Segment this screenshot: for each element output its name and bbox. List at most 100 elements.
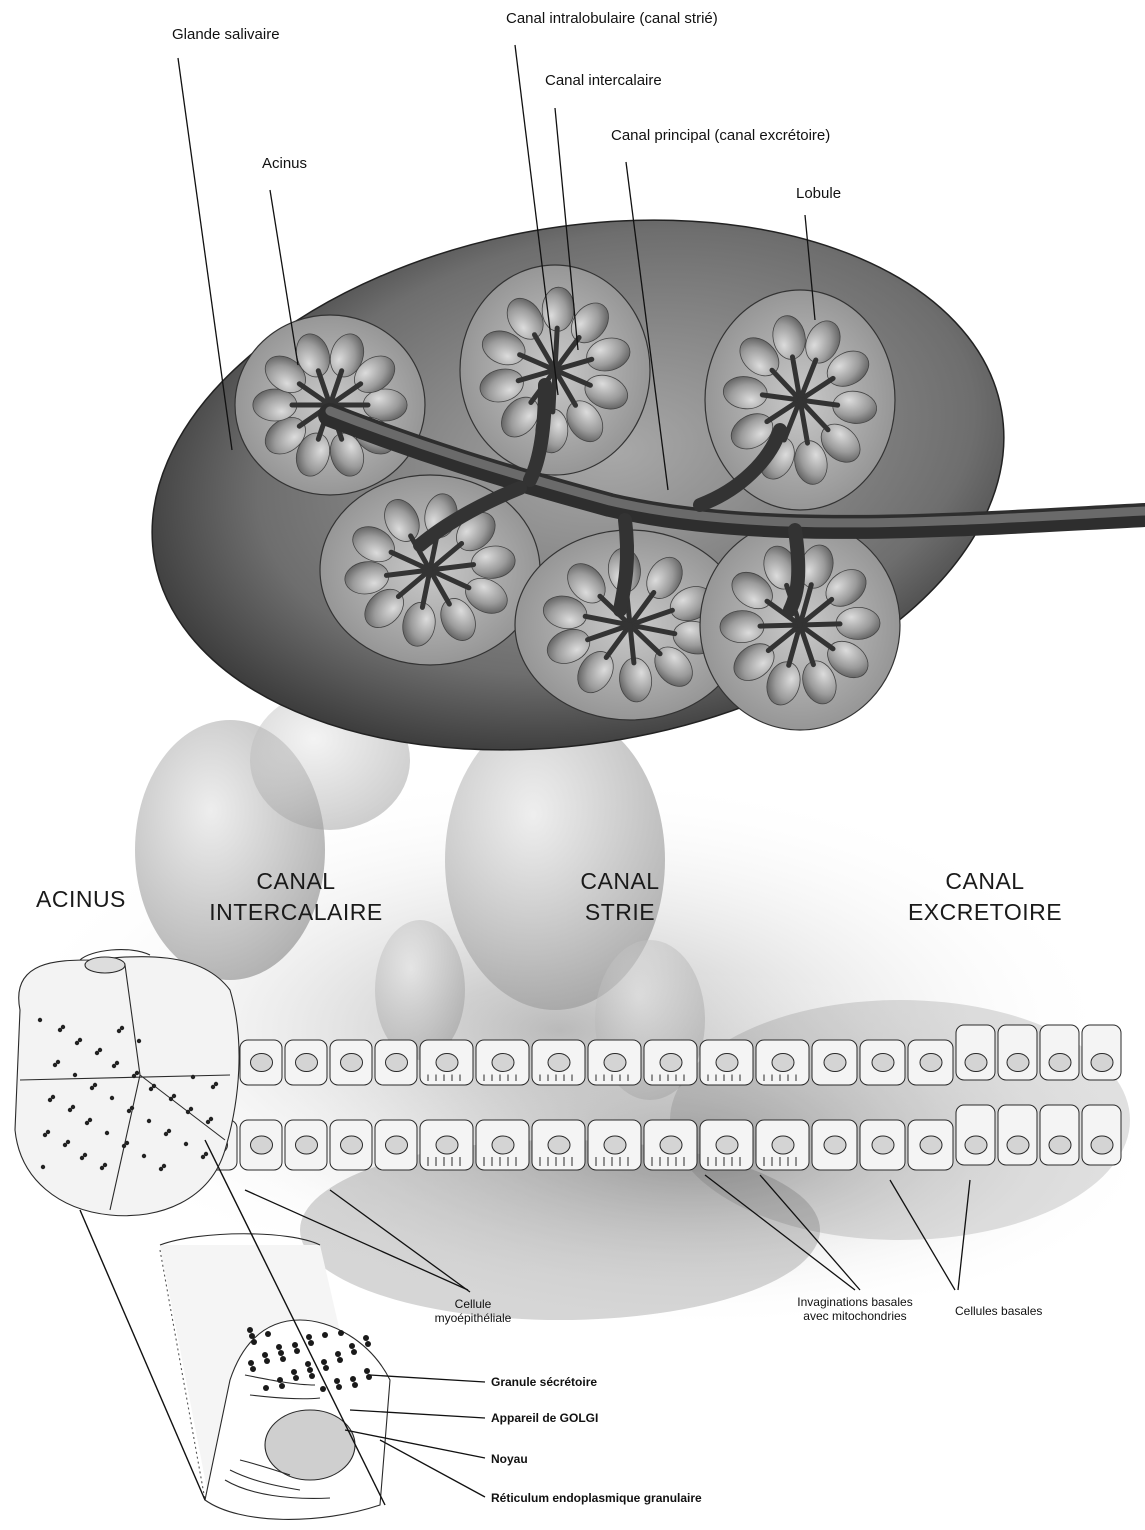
cell-nucleus	[296, 1054, 318, 1072]
granule-dot	[351, 1349, 357, 1355]
label-granule-secretoire: Granule sécrétoire	[491, 1375, 597, 1389]
secretory-granule-dot	[93, 1083, 97, 1087]
cell-nucleus	[824, 1054, 846, 1072]
cell-nucleus	[548, 1054, 570, 1072]
section-strie-line1: CANAL	[575, 866, 665, 897]
granule-dot	[309, 1373, 315, 1379]
secretory-granule-dot	[78, 1038, 82, 1042]
granule-dot	[350, 1376, 356, 1382]
secretory-granule-dot	[71, 1105, 75, 1109]
label-reticulum-endoplasmique: Réticulum endoplasmique granulaire	[491, 1491, 702, 1505]
cell-nucleus	[824, 1136, 846, 1154]
label-acinus: Acinus	[262, 155, 307, 172]
secretory-granule-dot	[61, 1025, 65, 1029]
granule-dot	[321, 1359, 327, 1365]
cell-nucleus	[386, 1136, 408, 1154]
granule-dot	[365, 1341, 371, 1347]
cell-nucleus	[772, 1136, 794, 1154]
granule-dot	[320, 1386, 326, 1392]
granule-dot	[364, 1368, 370, 1374]
label-cellules-basales: Cellules basales	[955, 1304, 1042, 1318]
granule-dot	[247, 1327, 253, 1333]
granule-dot	[363, 1335, 369, 1341]
granule-dot	[265, 1331, 271, 1337]
cell-nucleus	[872, 1054, 894, 1072]
secretory-granule-dot	[172, 1094, 176, 1098]
cell-nucleus	[341, 1054, 363, 1072]
granule-dot	[279, 1383, 285, 1389]
secretory-granule-dot	[214, 1082, 218, 1086]
section-canal-strie: CANAL STRIE	[575, 866, 665, 928]
cell-nucleus	[1049, 1136, 1071, 1154]
secretory-granule-dot	[204, 1152, 208, 1156]
section-canal-intercalaire: CANAL INTERCALAIRE	[206, 866, 386, 928]
secretory-granule-dot	[83, 1153, 87, 1157]
duct-cell	[1082, 1105, 1121, 1165]
granule-dot	[248, 1360, 254, 1366]
granule-dot	[249, 1333, 255, 1339]
secretory-granule-dot	[41, 1165, 45, 1169]
granule-dot	[278, 1350, 284, 1356]
cell-nucleus	[604, 1054, 626, 1072]
secretory-granule-dot	[46, 1130, 50, 1134]
section-excretoire-line1: CANAL	[905, 866, 1065, 897]
cell-nucleus	[492, 1136, 514, 1154]
granule-dot	[307, 1367, 313, 1373]
label-appareil-golgi: Appareil de GOLGI	[491, 1411, 598, 1425]
duct-cell	[1040, 1105, 1079, 1165]
secretory-granule-dot	[137, 1039, 141, 1043]
cell-nucleus	[965, 1136, 987, 1154]
secretory-granule-dot	[120, 1026, 124, 1030]
granule-dot	[334, 1378, 340, 1384]
granule-dot	[291, 1369, 297, 1375]
cell-nucleus	[251, 1136, 273, 1154]
secretory-granule-dot	[167, 1129, 171, 1133]
cell-nucleus	[492, 1054, 514, 1072]
cell-nucleus	[436, 1136, 458, 1154]
secretory-granule-dot	[110, 1096, 114, 1100]
cell-nucleus	[1049, 1054, 1071, 1072]
secretory-granule-dot	[51, 1095, 55, 1099]
cell-nucleus	[1007, 1054, 1029, 1072]
cell-nucleus	[772, 1054, 794, 1072]
cell-nucleus	[296, 1136, 318, 1154]
cell-nucleus	[872, 1136, 894, 1154]
granule-dot	[293, 1375, 299, 1381]
cell-nucleus	[920, 1054, 942, 1072]
acinus-cells	[15, 950, 239, 1216]
granule-dot	[251, 1339, 257, 1345]
granule-dot	[335, 1351, 341, 1357]
label-invag-line1: Invaginations basales	[780, 1295, 930, 1309]
label-myo-line2: myoépithéliale	[418, 1311, 528, 1325]
duct-cell	[998, 1105, 1037, 1165]
label-noyau: Noyau	[491, 1452, 528, 1466]
secretory-granule-dot	[162, 1164, 166, 1168]
secretory-granule-dot	[152, 1084, 156, 1088]
granule-dot	[336, 1384, 342, 1390]
granule-dot	[280, 1356, 286, 1362]
section-strie-line2: STRIE	[575, 897, 665, 928]
granule-dot	[308, 1340, 314, 1346]
section-intercalaire-line1: CANAL	[206, 866, 386, 897]
intercalated-duct	[800, 624, 840, 625]
secretory-granule-dot	[38, 1018, 42, 1022]
secretory-granule-dot	[135, 1071, 139, 1075]
secretory-granule-dot	[98, 1048, 102, 1052]
secretory-granule-dot	[189, 1107, 193, 1111]
cell-nucleus	[604, 1136, 626, 1154]
granule-dot	[338, 1330, 344, 1336]
section-intercalaire-line2: INTERCALAIRE	[206, 897, 386, 928]
granule-dot	[337, 1357, 343, 1363]
secretory-granule-dot	[209, 1117, 213, 1121]
label-lobule: Lobule	[796, 185, 841, 202]
label-canal-intercalaire: Canal intercalaire	[545, 72, 662, 89]
cell-nucleus	[436, 1054, 458, 1072]
granule-dot	[294, 1348, 300, 1354]
secretory-granule-dot	[115, 1061, 119, 1065]
cell-nucleus	[1091, 1054, 1113, 1072]
cell-nucleus	[965, 1054, 987, 1072]
section-excretoire-line2: EXCRETOIRE	[905, 897, 1065, 928]
secretory-granule-dot	[66, 1140, 70, 1144]
